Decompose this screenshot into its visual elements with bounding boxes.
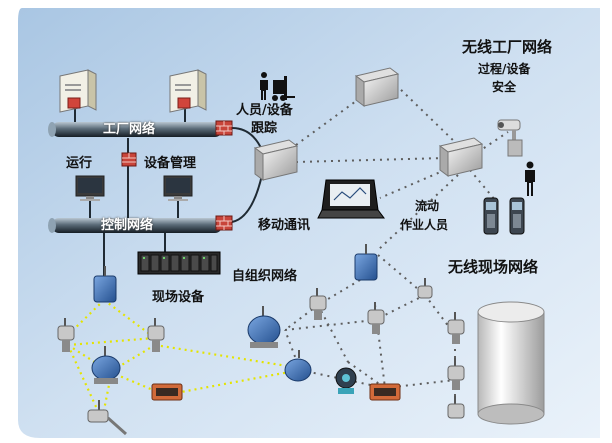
transmitter-icon <box>447 396 465 419</box>
mesh-link <box>164 368 301 397</box>
control-network-label: 控制网络 <box>101 218 154 233</box>
transmitter-icon <box>447 312 465 344</box>
mesh-link <box>100 379 112 421</box>
transmitter-icon <box>417 278 433 299</box>
valve-positioner-icon <box>369 383 401 401</box>
mobile-workers-label-line2: 作业人员 <box>400 218 449 232</box>
transmitter-icon <box>367 302 385 334</box>
mesh-link <box>67 299 105 336</box>
server-icon <box>169 69 207 113</box>
wireless-gateway-icon <box>354 67 400 107</box>
mesh-link <box>154 343 301 370</box>
control-network-pipe <box>48 218 222 233</box>
flowmeter-icon <box>91 346 121 384</box>
field-device-rack <box>137 251 221 275</box>
mesh-link <box>67 336 156 347</box>
laptop-icon <box>317 179 385 219</box>
wireless-link <box>424 294 456 336</box>
wireless-gateway-icon <box>438 137 484 177</box>
valve-positioner-icon <box>151 383 183 401</box>
device-management-label: 设备管理 <box>144 156 197 171</box>
self-org-network-label: 自组织网络 <box>232 269 298 284</box>
person-icon <box>525 161 535 196</box>
personnel-tracking-label-line2: 跟踪 <box>251 121 278 136</box>
transmitter-icon <box>309 288 327 320</box>
mobile-workers-label-line1: 流动 <box>415 199 440 213</box>
wireless-link <box>384 379 456 389</box>
transmitter-icon <box>447 358 465 390</box>
wireless-link <box>284 319 376 331</box>
wireless-field-network-title: 无线现场网络 <box>448 258 539 276</box>
server-icon <box>59 69 97 113</box>
wireless-link <box>395 84 459 146</box>
pressure-switch-icon <box>335 367 357 394</box>
transmitter-icon <box>57 318 75 352</box>
process-equipment-label: 过程/设备 <box>478 62 531 76</box>
wireless-gateway-icon <box>253 139 299 181</box>
wireless-link <box>317 279 361 306</box>
wireless-field-gateway-icon <box>93 266 117 303</box>
field-devices-label: 现场设备 <box>152 290 205 305</box>
handheld-radio-icon <box>483 197 499 235</box>
operation-label: 运行 <box>66 156 93 171</box>
safety-label: 安全 <box>492 80 517 94</box>
flowmeter-icon <box>247 306 281 348</box>
factory-network-label: 工厂网络 <box>103 122 156 137</box>
transmitter-icon <box>147 318 165 352</box>
storage-tank-icon <box>477 301 545 425</box>
firewall-icon <box>215 215 233 231</box>
monitor-icon <box>163 175 193 201</box>
person-forklift-icon <box>260 72 295 101</box>
firewall-icon <box>215 120 233 136</box>
wireless-link <box>379 169 446 199</box>
personnel-tracking-label-line1: 人员/设备 <box>236 103 293 118</box>
mesh-link <box>67 344 111 373</box>
mesh-link <box>103 299 156 339</box>
wireless-link <box>347 361 386 389</box>
wireless-factory-network-title: 无线工厂网络 <box>462 38 553 56</box>
gateway-link <box>231 174 263 223</box>
firewall-icon <box>121 152 137 167</box>
temperature-probe-icon <box>87 400 127 436</box>
wireless-link <box>377 174 459 251</box>
mesh-link <box>66 344 104 421</box>
handheld-radio-icon <box>509 197 525 235</box>
mobile-comm-label: 移动通讯 <box>258 218 311 233</box>
factory-network-pipe <box>48 122 222 137</box>
wireless-field-gateway-icon <box>354 244 378 281</box>
flowmeter-icon <box>284 350 312 382</box>
security-camera-icon <box>497 119 523 157</box>
monitor-icon <box>75 175 105 201</box>
